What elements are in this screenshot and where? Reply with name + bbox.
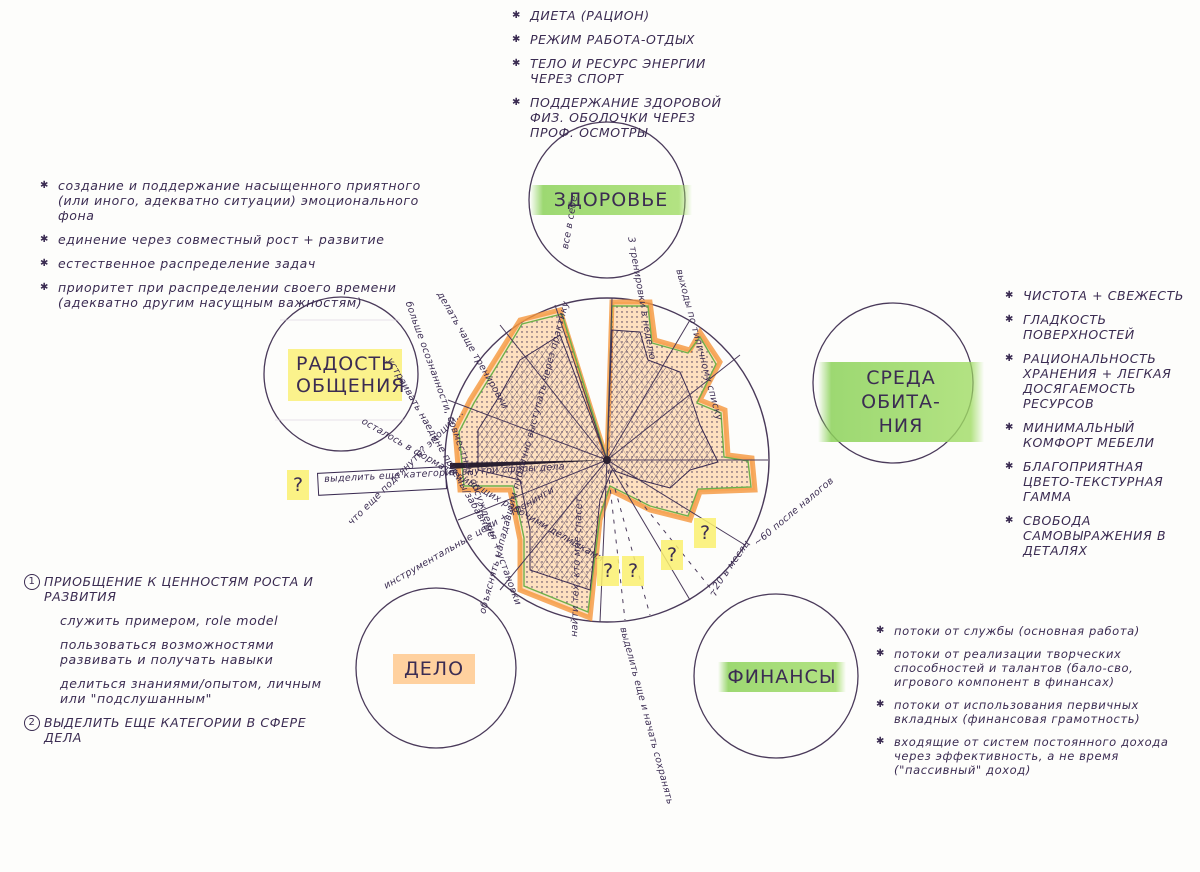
category-finance-label: ФИНАНСЫ bbox=[718, 662, 846, 692]
joy-note-item: приоритет при распределении своего време… bbox=[40, 280, 440, 310]
finance-note-item: потоки от использования первичных вкладн… bbox=[876, 698, 1194, 726]
environment-note-item: БЛАГОПРИЯТНАЯ ЦВЕТО-ТЕКСТУРНАЯ ГАММА bbox=[1005, 459, 1195, 504]
category-health-label: ЗДОРОВЬЕ bbox=[530, 185, 692, 215]
question-mark: ? bbox=[287, 470, 309, 500]
work-circle bbox=[355, 587, 517, 749]
balance-wheel bbox=[316, 297, 770, 623]
work-note-item: пользоваться возможностями развивать и п… bbox=[26, 637, 336, 667]
work-note-item: делиться знаниями/опытом, личным или "по… bbox=[26, 676, 336, 706]
work-note-item: служить примером, role model bbox=[26, 613, 336, 628]
work-note-text: делиться знаниями/опытом, личным или "по… bbox=[60, 676, 322, 706]
environment-note-item: РАЦИОНАЛЬНОСТЬ ХРАНЕНИЯ + ЛЕГКАЯ ДОСЯГАЕ… bbox=[1005, 351, 1195, 411]
environment-note-item: ГЛАДКОСТЬ ПОВЕРХНОСТЕЙ bbox=[1005, 312, 1195, 342]
number-mark: 1 bbox=[24, 574, 40, 590]
question-mark: ? bbox=[661, 540, 683, 570]
category-joy-label: РАДОСТЬ ОБЩЕНИЯ bbox=[288, 349, 406, 401]
question-mark: ? bbox=[694, 518, 716, 548]
health-note-item: РЕЖИМ РАБОТА-ОТДЫХ bbox=[512, 32, 732, 47]
work-note-text: пользоваться возможностями развивать и п… bbox=[60, 637, 275, 667]
question-mark: ? bbox=[597, 556, 619, 586]
health-note-item: ПОДДЕРЖАНИЕ ЗДОРОВОЙ ФИЗ. ОБОЛОЧКИ ЧЕРЕЗ… bbox=[512, 95, 732, 140]
finance-notes: потоки от службы (основная работа) поток… bbox=[876, 624, 1194, 786]
category-environment-line2: НИЯ bbox=[878, 415, 924, 437]
finance-note-item: потоки от службы (основная работа) bbox=[876, 624, 1194, 638]
health-note-item: ДИЕТА (РАЦИОН) bbox=[512, 8, 732, 23]
environment-note-item: МИНИМАЛЬНЫЙ КОМФОРТ МЕБЕЛИ bbox=[1005, 420, 1195, 450]
environment-note-item: ЧИСТОТА + СВЕЖЕСТЬ bbox=[1005, 288, 1195, 303]
category-joy-line1: РАДОСТЬ bbox=[296, 353, 396, 375]
environment-note-item: СВОБОДА САМОВЫРАЖЕНИЯ В ДЕТАЛЯХ bbox=[1005, 513, 1195, 558]
health-note-item: ТЕЛО И РЕСУРС ЭНЕРГИИ ЧЕРЕЗ СПОРТ bbox=[512, 56, 732, 86]
category-environment-label: СРЕДА ОБИТА- НИЯ bbox=[818, 362, 984, 442]
joy-note-item: естественное распределение задач bbox=[40, 256, 440, 271]
joy-note-item: создание и поддержание насыщенного прият… bbox=[40, 178, 440, 223]
work-note-text: ВЫДЕЛИТЬ ЕЩЕ КАТЕГОРИИ В СФЕРЕ ДЕЛА bbox=[44, 715, 307, 745]
health-notes: ДИЕТА (РАЦИОН) РЕЖИМ РАБОТА-ОТДЫХ ТЕЛО И… bbox=[512, 8, 732, 149]
category-work-label: ДЕЛО bbox=[393, 654, 475, 684]
work-note-text: ПРИОБЩЕНИЕ К ЦЕННОСТЯМ РОСТА И РАЗВИТИЯ bbox=[44, 574, 314, 604]
category-environment-line1: СРЕДА ОБИТА- bbox=[861, 367, 941, 413]
category-joy-line2: ОБЩЕНИЯ bbox=[296, 375, 406, 397]
joy-note-item: единение через совместный рост + развити… bbox=[40, 232, 440, 247]
finance-circle bbox=[693, 593, 859, 759]
finance-note-item: потоки от реализации творческих способно… bbox=[876, 647, 1194, 689]
environment-notes: ЧИСТОТА + СВЕЖЕСТЬ ГЛАДКОСТЬ ПОВЕРХНОСТЕ… bbox=[1005, 288, 1195, 567]
number-mark: 2 bbox=[24, 715, 40, 731]
question-mark: ? bbox=[622, 556, 644, 586]
finance-note-item: входящие от систем постоянного дохода че… bbox=[876, 735, 1194, 777]
joy-notes: создание и поддержание насыщенного прият… bbox=[40, 178, 440, 319]
work-note-text: служить примером, role model bbox=[60, 613, 279, 628]
